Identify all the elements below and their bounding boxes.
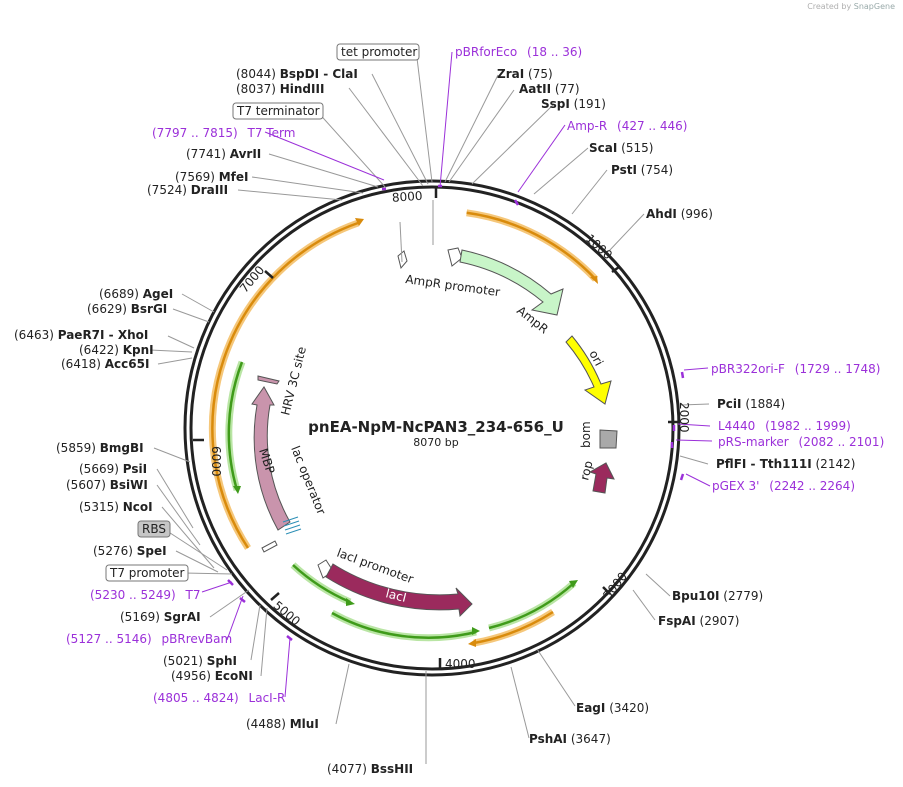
ampr-gene (459, 249, 564, 316)
primer-pgex3: pGEX 3' (2242 .. 2264) (712, 479, 855, 493)
arc-green-bottom-a-head (346, 598, 355, 606)
primer-pbr322ori-f: pBR322ori-F (1729 .. 1748) (711, 362, 880, 376)
site-aatii: AatII (77) (519, 82, 580, 96)
box-t7-promoter (105, 564, 189, 582)
primer-t7-term: (7797 .. 7815) T7 Term (152, 126, 295, 140)
site-labels: (8044) BspDI - ClaI (8037) HindIII ZraI … (14, 67, 855, 776)
ori-gene (565, 335, 612, 405)
site-mlui: (4488) MluI (246, 717, 319, 731)
plasmid-name: pnEA-NpM-NcPAN3_234-656_U (308, 418, 564, 436)
site-agei: (6689) AgeI (99, 287, 173, 301)
arc-green-bottom-b-head (472, 627, 480, 635)
site-bpu10i: Bpu10I (2779) (672, 589, 763, 603)
arc-green-left-head (233, 486, 241, 494)
credit-brand: SnapGene (853, 2, 895, 11)
label-laci: lacI (384, 586, 408, 605)
boxed-labels: tet promoter T7 terminator RBS T7 promot… (105, 43, 420, 582)
site-spei: (5276) SpeI (93, 544, 167, 558)
hrv-site (257, 375, 280, 385)
site-sspi: SspI (191) (541, 97, 606, 111)
site-sphi: (5021) SphI (163, 654, 237, 668)
site-scai: ScaI (515) (589, 141, 653, 155)
primer-labels: pBRforEco (18 .. 36) Amp-R (427 .. 446) … (66, 45, 884, 705)
arc-orange-left-head (355, 218, 364, 226)
tick-label-2000: 2000 (677, 402, 691, 433)
primer-marks (227, 184, 685, 641)
primer-prs-marker: pRS-marker (2082 .. 2101) (718, 435, 884, 449)
tick-label-5000: 5000 (271, 598, 303, 628)
lac-operator-marks (282, 516, 302, 535)
arc-green-right-head (569, 580, 578, 588)
site-bmgbi: (5859) BmgBI (56, 441, 144, 455)
feature-arcs (208, 209, 599, 647)
site-bsshii: (4077) BssHII (327, 762, 413, 776)
primer-l4440: L4440 (1982 .. 1999) (718, 419, 851, 433)
primer-pbrforeco: pBRforEco (18 .. 36) (455, 45, 582, 59)
bom-box (599, 429, 618, 449)
arc-orange-top-head (590, 276, 598, 284)
inner-features (251, 247, 618, 618)
site-mfei: (7569) MfeI (175, 170, 249, 184)
site-hindiii: (8037) HindIII (236, 82, 324, 96)
site-ahdi: AhdI (996) (646, 207, 713, 221)
site-paer7i-xhoi: (6463) PaeR7I - XhoI (14, 328, 148, 342)
boxed-t7-promoter: T7 promoter (109, 566, 185, 580)
site-ncoi: (5315) NcoI (79, 500, 153, 514)
mbp-gene (251, 386, 291, 531)
primer-t7: (5230 .. 5249) T7 (90, 588, 201, 602)
site-econi: (4956) EcoNI (171, 669, 253, 683)
label-rop: rop (577, 459, 595, 481)
rop-gene (588, 462, 615, 494)
site-kpni: (6422) KpnI (79, 343, 154, 357)
arc-orange-bottom-head (468, 639, 476, 647)
primer-amp-r: Amp-R (427 .. 446) (567, 119, 687, 133)
site-zrai: ZraI (75) (497, 67, 553, 81)
box-tet-promoter (336, 43, 420, 61)
tick-label-4000: 4000 (445, 657, 476, 671)
primer-pbrrevbam: (5127 .. 5146) pBRrevBam (66, 632, 232, 646)
site-bsrgi: (6629) BsrGI (87, 302, 167, 316)
boxed-t7-terminator: T7 terminator (236, 104, 320, 118)
tick-label-3000: 3000 (600, 569, 630, 602)
credit-prefix: Created by (807, 2, 852, 11)
laci-gene (325, 563, 473, 618)
site-bsiwi: (5607) BsiWI (66, 478, 148, 492)
label-ampr-promoter: AmpR promoter (405, 272, 501, 299)
t7-promoter-mark (261, 540, 278, 553)
boxed-tet-promoter: tet promoter (341, 45, 417, 59)
site-draiii: (7524) DraIII (147, 183, 228, 197)
site-sgrai: (5169) SgrAI (120, 610, 201, 624)
ampr-promoter-arrow (397, 250, 408, 270)
site-leaders (149, 57, 710, 764)
site-acc65i: (6418) Acc65I (61, 357, 149, 371)
site-pcii: PciI (1884) (717, 397, 785, 411)
site-pflfi-tth111i: PflFI - Tth111I (2142) (716, 457, 855, 471)
primer-laci-r: (4805 .. 4824) LacI-R (153, 691, 285, 705)
boxed-rbs: RBS (142, 522, 166, 536)
primer-leaders (201, 51, 713, 698)
site-avrii: (7741) AvrII (186, 147, 261, 161)
site-bspdi-clai: (8044) BspDI - ClaI (236, 67, 358, 81)
snapgene-credit: Created by SnapGene (807, 2, 895, 11)
site-eagi: EagI (3420) (576, 701, 649, 715)
tick-label-6000: 6000 (209, 446, 223, 477)
site-pshai: PshAI (3647) (529, 732, 611, 746)
site-psii: (5669) PsiI (79, 462, 147, 476)
label-hrv: HRV 3C site (278, 345, 309, 417)
ring-tick-marks (193, 186, 678, 670)
tick-label-8000: 8000 (392, 189, 423, 205)
label-ori: ori (586, 348, 606, 368)
label-bom: bom (579, 421, 593, 448)
plasmid-size: 8070 bp (413, 436, 458, 449)
box-t7-terminator (232, 102, 324, 120)
arc-green-bottom-b (330, 609, 477, 642)
site-fspai: FspAI (2907) (658, 614, 739, 628)
ampr-promoter-arrow-2 (447, 247, 463, 267)
box-rbs (137, 520, 171, 538)
site-psti: PstI (754) (611, 163, 673, 177)
label-lac-operator: lac operator (288, 444, 328, 517)
